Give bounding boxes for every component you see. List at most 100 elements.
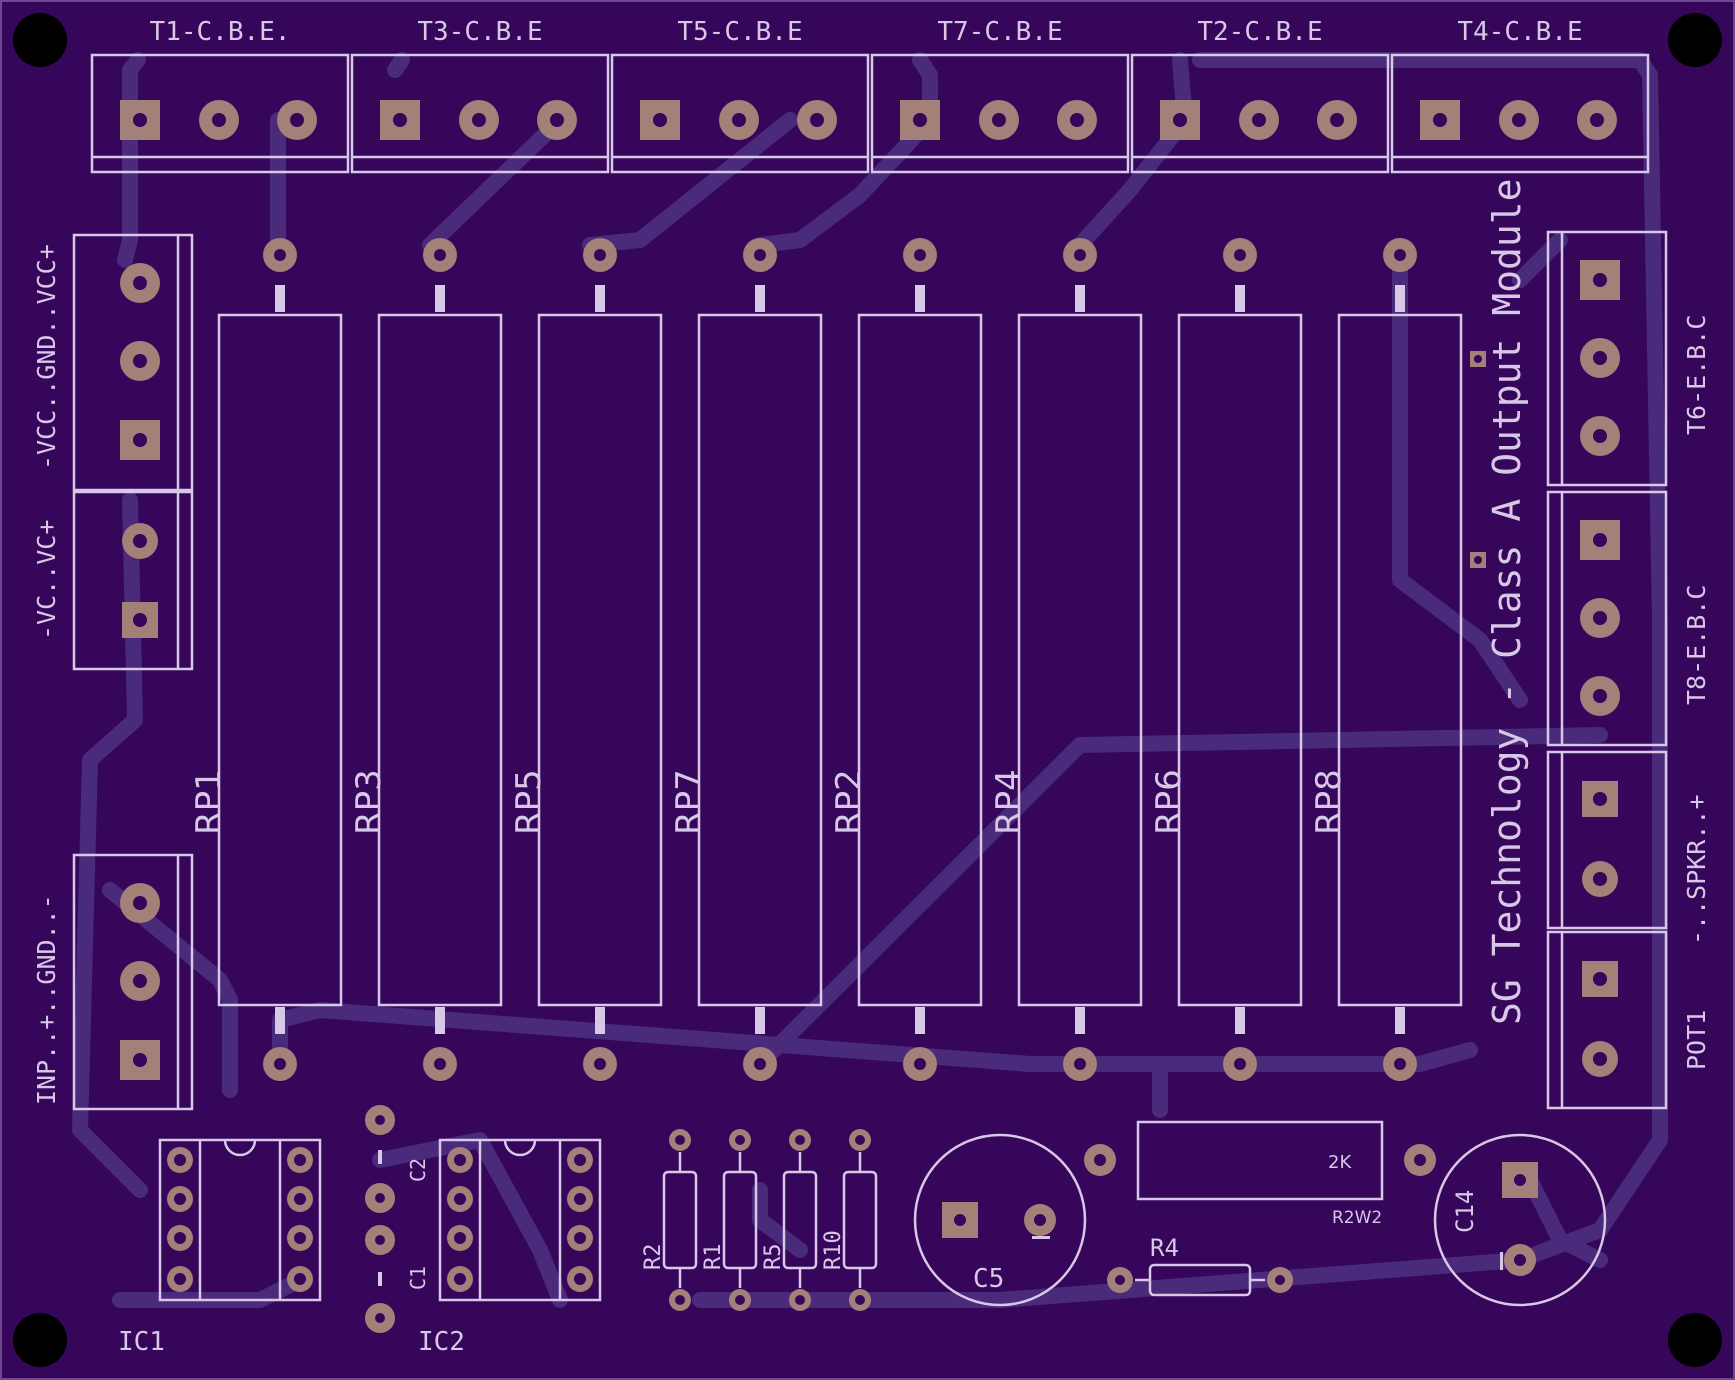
power-resistor-label: RP1: [189, 769, 229, 835]
pad-hole: [954, 1214, 966, 1226]
mounting-hole: [1668, 13, 1722, 67]
power-resistor: RP2: [829, 238, 983, 1081]
trimmer-outline: [1136, 1120, 1384, 1201]
small-resistor-label: R2: [641, 1244, 666, 1271]
pad-hole: [174, 1193, 186, 1205]
pad-hole: [1474, 556, 1482, 564]
power-resistor: RP3: [349, 238, 503, 1081]
header-outline: [1130, 53, 1390, 174]
transistor-header: T2-C.B.E: [1130, 17, 1390, 174]
resistor-body: [722, 1170, 758, 1270]
power-resistor: RP6: [1149, 238, 1303, 1081]
resistor-lead: [435, 285, 445, 312]
resistor-lead: [915, 1007, 925, 1034]
pad-hole: [574, 1193, 586, 1205]
header-outline: [1390, 53, 1650, 174]
trace: [752, 727, 1608, 1072]
pad-hole: [133, 613, 147, 627]
pad-hole: [1094, 1154, 1106, 1166]
power-header-label: -VCC..GND..VCC+: [32, 244, 61, 470]
pad-hole: [1173, 113, 1187, 127]
pad-hole: [1070, 113, 1084, 127]
trace: [692, 52, 1668, 1308]
pad-hole: [594, 1058, 606, 1070]
pad-hole: [294, 1193, 306, 1205]
pad-hole: [1593, 429, 1607, 443]
power-resistor: RP1: [189, 238, 343, 1081]
r4-body: [1148, 1263, 1252, 1297]
ic1: IC1: [118, 1138, 322, 1357]
power-resistor: RP4: [989, 238, 1143, 1081]
small-resistor-label: R10: [821, 1230, 846, 1270]
pad-hole: [550, 113, 564, 127]
header-outline: [870, 53, 1130, 174]
pad-hole: [212, 113, 226, 127]
power-resistor: RP8: [1309, 238, 1463, 1081]
small-caps: C2 C1: [365, 1105, 430, 1333]
pad-hole: [454, 1232, 466, 1244]
resistor-body: [377, 313, 503, 1007]
pad-hole: [1115, 1275, 1125, 1285]
resistor-lead: [755, 1007, 765, 1034]
small-resistor-label: R5: [761, 1244, 786, 1271]
pad-hole: [735, 1135, 745, 1145]
board-title: SG Technology - Class A Output Module: [1485, 179, 1529, 1025]
pad-hole: [913, 113, 927, 127]
trace: [1392, 242, 1528, 708]
pad-hole: [810, 113, 824, 127]
pad-hole: [1433, 113, 1447, 127]
pad-hole: [914, 249, 926, 261]
pad-hole: [174, 1154, 186, 1166]
trimmer-r2w2: 2K R2W2: [1136, 1120, 1436, 1228]
pad-hole: [434, 249, 446, 261]
resistor-body: [842, 1170, 878, 1270]
transistor-header-label: T1-C.B.E.: [150, 17, 291, 47]
power-resistor-label: RP2: [829, 769, 869, 835]
pad-hole: [594, 249, 606, 261]
pad-hole: [1593, 1052, 1607, 1066]
trace: [752, 1182, 808, 1258]
pad-hole: [290, 113, 304, 127]
transistor-header-label: T2-C.B.E: [1197, 17, 1322, 47]
trimmer-value: 2K: [1328, 1152, 1352, 1173]
pad-hole: [454, 1154, 466, 1166]
pad-hole: [574, 1154, 586, 1166]
pad-hole: [133, 433, 147, 447]
pad-hole: [133, 354, 147, 368]
pad-hole: [1414, 1154, 1426, 1166]
resistor-body: [217, 313, 343, 1007]
r4-label: R4: [1150, 1234, 1179, 1262]
c14-outline: [1433, 1133, 1607, 1307]
transistor-header-label: T5-C.B.E: [677, 17, 802, 47]
pot-header-outline: [1546, 930, 1668, 1110]
mounting-holes: [13, 13, 1722, 1367]
resistor-lead: [1235, 285, 1245, 312]
pad-hole: [1512, 113, 1526, 127]
power-resistor-label: RP4: [989, 769, 1029, 835]
t6-header-outline: [1546, 230, 1668, 487]
left-headers: -VCC..GND..VCC+ -VC..VC+ INP..+..GND..-: [32, 233, 194, 1111]
mounting-hole: [13, 13, 67, 67]
c1-label: C1: [406, 1266, 430, 1290]
small-resistor: R2: [641, 1129, 698, 1311]
pad-hole: [133, 534, 147, 548]
input-header-outline: [72, 853, 194, 1111]
spkr-header-label: -..SPKR..+: [1682, 794, 1711, 945]
pad-hole: [795, 1295, 805, 1305]
pad-hole: [1252, 113, 1266, 127]
small-resistor: R10: [821, 1129, 878, 1311]
power-resistor: RP7: [669, 238, 823, 1081]
trace: [372, 1132, 568, 1308]
transistor-header: T4-C.B.E: [1390, 17, 1650, 174]
power-resistor: RP5: [509, 238, 663, 1081]
pad-hole: [1593, 872, 1607, 886]
pad-hole: [914, 1058, 926, 1070]
ic1-label: IC1: [118, 1327, 165, 1357]
power-header-outline: [72, 233, 194, 492]
right-headers: T6-E.B.C T8-E.B.C -..SPKR..+ POT1: [1546, 230, 1711, 1110]
pad-hole: [454, 1193, 466, 1205]
ic2: IC2: [418, 1138, 602, 1357]
trace: [1522, 1172, 1608, 1268]
